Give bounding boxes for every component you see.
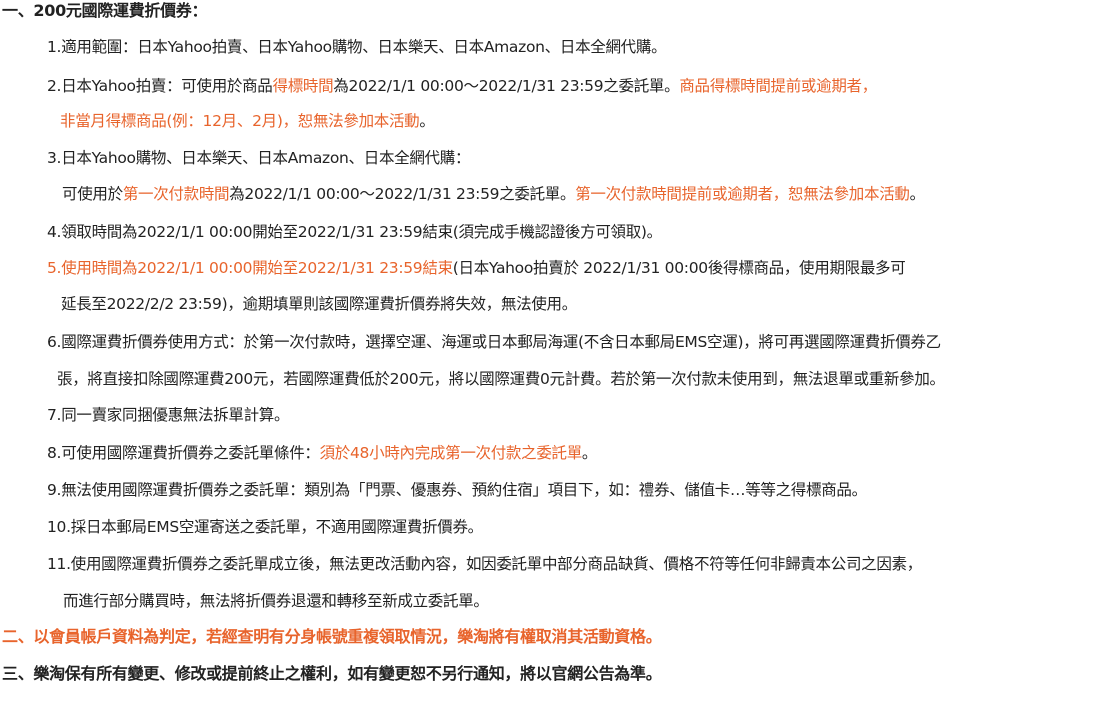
term-item-3-cont: 可使用於第一次付款時間為2022/1/1 00:00～2022/1/31 23:… [62,185,925,203]
section-1-title: 一、200元國際運費折價券： [2,1,208,20]
term-item-2-cont: 非當月得標商品(例：12月、2月)，恕無法參加本活動。 [60,112,435,130]
term-item-11: 11.使用國際運費折價券之委託單成立後，無法更改活動內容，如因委託單中部分商品缺… [47,555,922,573]
term-item-5: 5.使用時間為2022/1/1 00:00開始至2022/1/31 23:59結… [47,259,906,277]
term-item-8: 8.可使用國際運費折價券之委託單條件：須於48小時內完成第一次付款之委託單。 [47,444,598,462]
term-item-10: 10.採日本郵局EMS空運寄送之委託單，不適用國際運費折價券。 [47,518,483,536]
term-item-9: 9.無法使用國際運費折價券之委託單：類別為「門票、優惠券、預約住宿」項目下，如：… [47,481,867,499]
term-item-4: 4.領取時間為2022/1/1 00:00開始至2022/1/31 23:59結… [47,223,662,241]
term-item-6-cont: 張，將直接扣除國際運費200元，若國際運費低於200元，將以國際運費0元計費。若… [57,370,945,388]
term-item-11-cont: 而進行部分購買時，無法將折價券退還和轉移至新成立委託單。 [63,592,489,610]
term-item-5-cont: 延長至2022/2/2 23:59)，逾期填單則該國際運費折價券將失效，無法使用… [61,295,577,313]
section-2-title: 二、以會員帳戶資料為判定，若經查明有分身帳號重複領取情況，樂淘將有權取消其活動資… [2,627,662,646]
term-item-3: 3.日本Yahoo購物、日本樂天、日本Amazon、日本全網代購： [47,149,471,167]
term-item-7: 7.同一賣家同捆優惠無法拆單計算。 [47,406,290,424]
term-item-6: 6.國際運費折價券使用方式：於第一次付款時，選擇空運、海運或日本郵局海運(不含日… [47,333,941,351]
term-item-2: 2.日本Yahoo拍賣：可使用於商品得標時間為2022/1/1 00:00～20… [47,77,877,95]
section-3-title: 三、樂淘保有所有變更、修改或提前終止之權利，如有變更恕不另行通知，將以官網公告為… [2,664,662,683]
term-item-1: 1.適用範圍：日本Yahoo拍賣、日本Yahoo購物、日本樂天、日本Amazon… [47,38,667,56]
